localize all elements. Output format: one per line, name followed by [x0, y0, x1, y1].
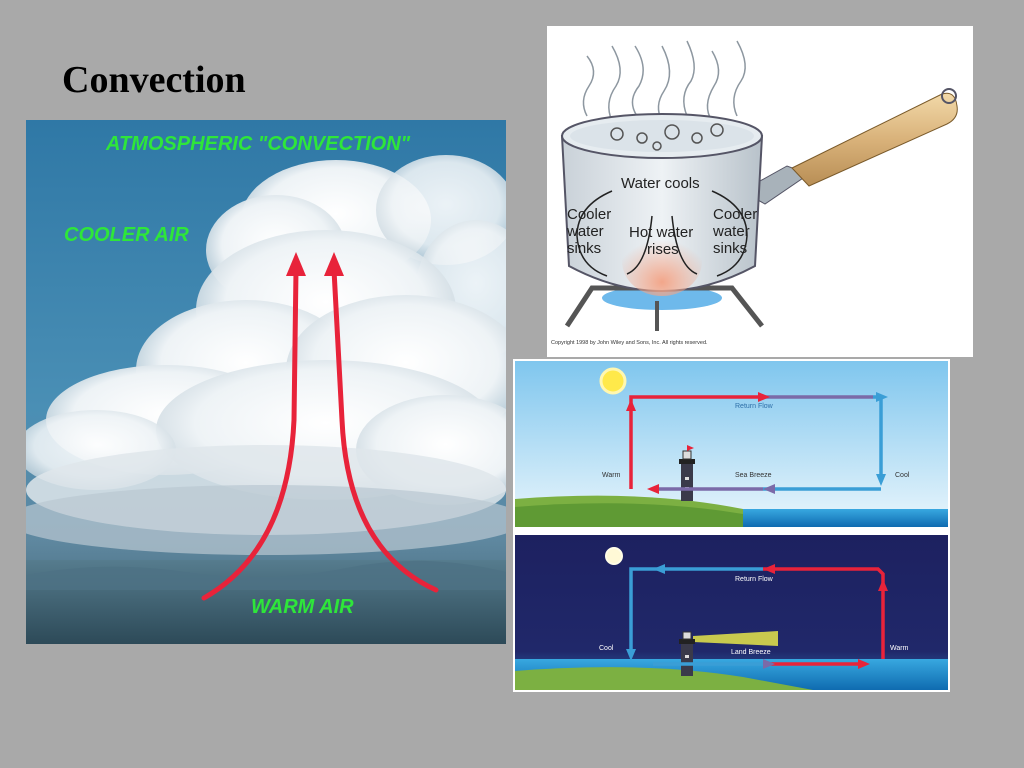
day-cool-label: Cool	[895, 472, 910, 479]
boiling-pot-image: Water cools Cooler water sinks Hot water…	[547, 26, 973, 357]
breeze-illustration: Return Flow Warm Cool Sea Breeze	[515, 361, 948, 690]
warm-air-label: WARM AIR	[251, 596, 354, 618]
cloud-heading: ATMOSPHERIC "CONVECTION"	[105, 133, 411, 155]
cumulus-cloud	[26, 155, 506, 555]
circulation-arrows	[576, 190, 748, 277]
night-return-flow-label: Return Flow	[735, 576, 774, 583]
water-cools-label: Water cools	[621, 175, 700, 192]
day-return-flow-label: Return Flow	[735, 403, 774, 410]
left-sinks-line1: Cooler	[567, 206, 611, 223]
rising-air-arrows	[201, 267, 439, 601]
day-scene: Return Flow Warm Cool Sea Breeze	[515, 361, 948, 527]
right-sinks-line2: water	[712, 223, 750, 240]
pot-handle	[740, 88, 958, 205]
hot-rises-line1: Hot water	[629, 224, 693, 241]
night-warm-label: Warm	[890, 645, 909, 652]
pot-illustration: Water cools Cooler water sinks Hot water…	[551, 40, 958, 346]
land-breeze-label: Land Breeze	[731, 649, 771, 656]
right-sinks-line1: Cooler	[713, 206, 757, 223]
hot-water-glow	[622, 226, 702, 296]
moon-icon	[605, 547, 623, 565]
sun-icon	[599, 367, 627, 395]
steam	[582, 40, 746, 122]
copyright-text: Copyright 1998 by John Wiley and Sons, I…	[551, 340, 708, 346]
sea-breeze-label: Sea Breeze	[735, 472, 772, 479]
lighthouse-icon	[679, 631, 695, 676]
arrow-head-icon	[286, 252, 306, 276]
left-sinks-line2: water	[566, 223, 604, 240]
slide-title: Convection	[62, 59, 246, 101]
bubbles	[610, 123, 724, 151]
hot-rises-line2: rises	[647, 241, 679, 258]
right-sinks-line3: sinks	[713, 240, 747, 257]
left-sinks-line3: sinks	[567, 240, 601, 257]
night-cool-label: Cool	[599, 645, 614, 652]
atmospheric-convection-image: ATMOSPHERIC "CONVECTION" COOLER AIR WARM…	[26, 120, 506, 644]
arrow-head-icon	[324, 252, 344, 276]
cooler-air-label: COOLER AIR	[64, 224, 189, 246]
day-warm-label: Warm	[602, 472, 621, 479]
cloud-illustration: ATMOSPHERIC "CONVECTION" COOLER AIR WARM…	[26, 120, 506, 644]
breeze-diagram: Return Flow Warm Cool Sea Breeze	[513, 359, 950, 692]
night-scene: Return Flow Cool Warm Land Breeze	[515, 535, 948, 690]
lighthouse-beam	[693, 631, 778, 646]
